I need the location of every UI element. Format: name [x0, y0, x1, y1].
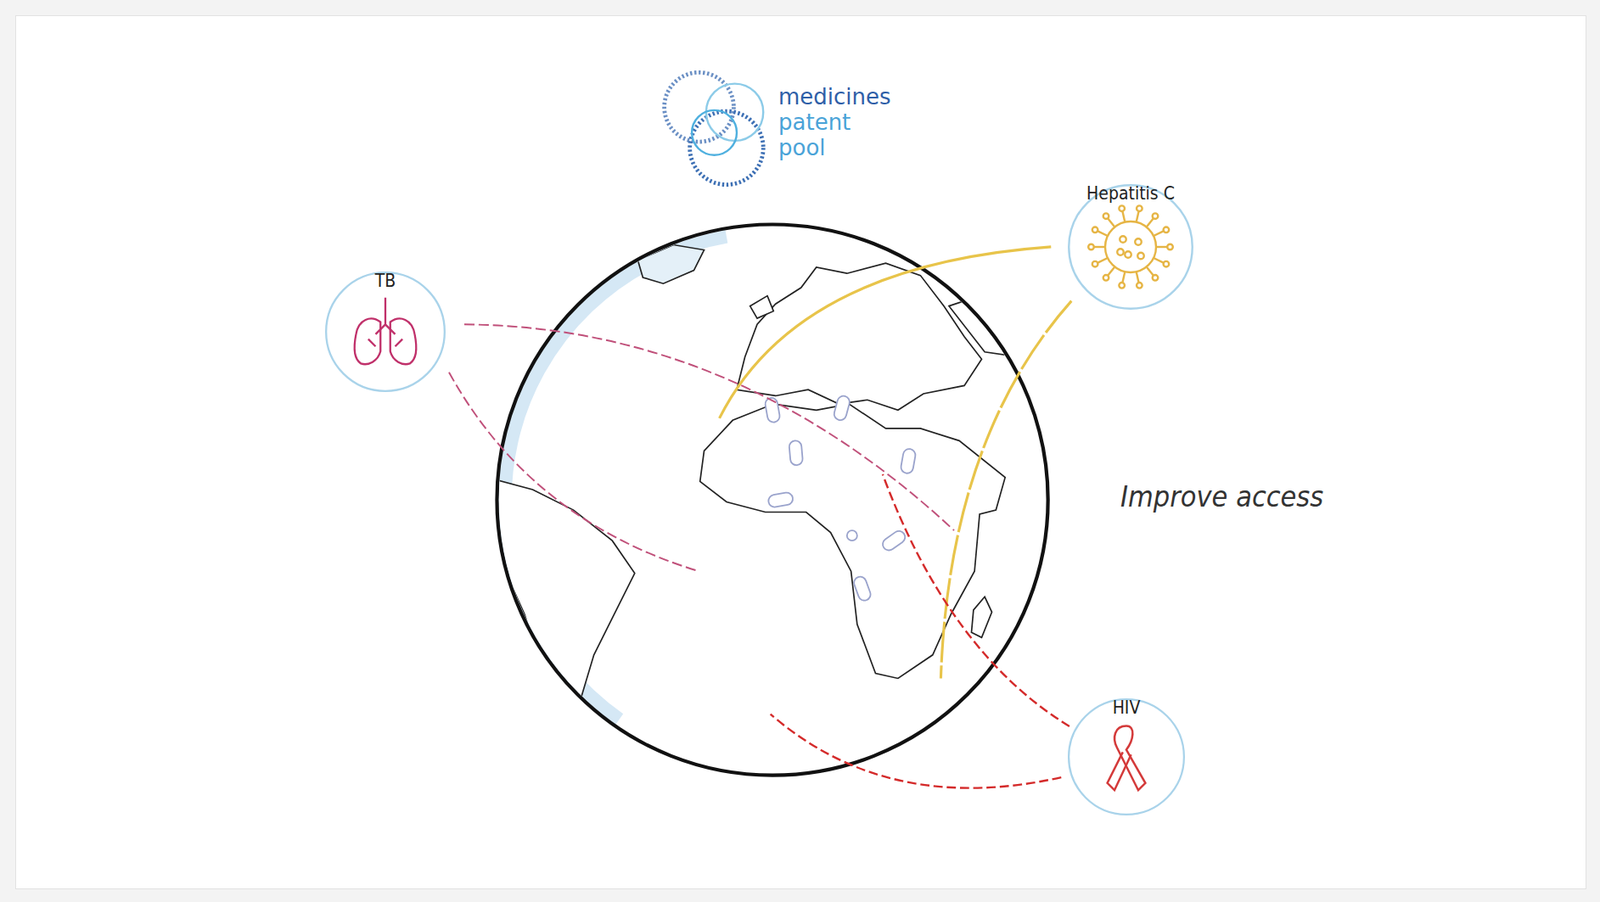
continents: [493, 245, 1052, 737]
lungs-icon: [354, 297, 417, 365]
access-arcs: [449, 247, 1072, 789]
disease-label: TB: [375, 270, 397, 292]
tagline: Improve access: [1120, 482, 1324, 511]
logo-text: pool: [778, 136, 826, 159]
logo-text: patent: [778, 111, 851, 134]
tb-circle: TB: [324, 270, 447, 393]
virus-icon: [1088, 205, 1174, 288]
logo-text: medicines: [778, 85, 892, 108]
ribbon-icon: [1107, 726, 1146, 792]
pill-icons: [763, 394, 916, 603]
hiv-circle: HIV: [1066, 697, 1186, 817]
logo-icon: [664, 72, 764, 185]
disease-label: HIV: [1112, 697, 1141, 719]
hepatitis-circle: Hepatitis C: [1066, 183, 1195, 311]
disease-label: Hepatitis C: [1086, 183, 1175, 204]
